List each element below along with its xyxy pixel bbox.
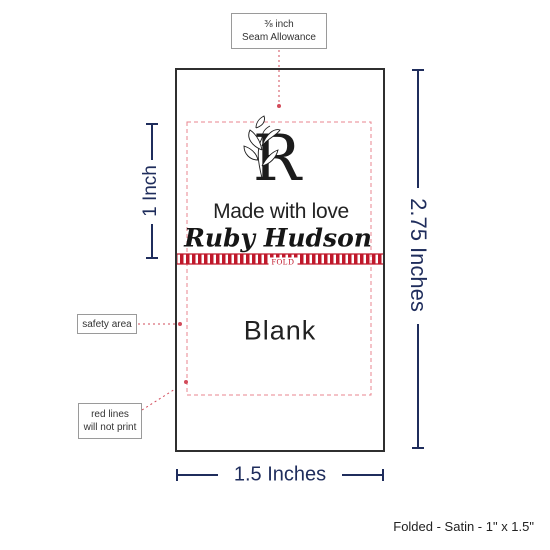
height-dimension <box>412 69 424 449</box>
width-dimension-label: 1.5 Inches <box>233 463 327 486</box>
red-lines-callout: red lines will not print <box>78 403 142 439</box>
floral-ornament-icon <box>243 115 281 179</box>
label-back-text: Blank <box>243 315 317 346</box>
redlines-callout-line1: red lines <box>91 409 129 420</box>
fold-dimension-label: 1 Inch <box>140 165 161 217</box>
label-name: Ruby Hudson <box>184 223 372 253</box>
product-caption: Folded - Satin - 1" x 1.5" <box>393 519 534 534</box>
monogram-letter-front: R <box>253 122 303 196</box>
width-dimension <box>176 469 384 481</box>
fold-marker: FOLD <box>268 257 298 267</box>
safety-dot <box>178 322 182 326</box>
safety-area-callout: safety area <box>77 314 137 334</box>
safety-callout-text: safety area <box>82 319 132 330</box>
label-tagline: Made with love <box>213 200 349 223</box>
seam-dot <box>277 104 281 108</box>
fold-dimension <box>146 123 158 259</box>
seam-callout-line2: Seam Allowance <box>242 32 316 43</box>
seam-allowance-callout: ⅜ inch Seam Allowance <box>231 13 327 49</box>
redlines-callout-line2: will not print <box>83 422 137 433</box>
redlines-dot <box>184 380 188 384</box>
height-dimension-label: 2.75 Inches <box>406 198 431 312</box>
seam-callout-line1: ⅜ inch <box>264 19 294 30</box>
